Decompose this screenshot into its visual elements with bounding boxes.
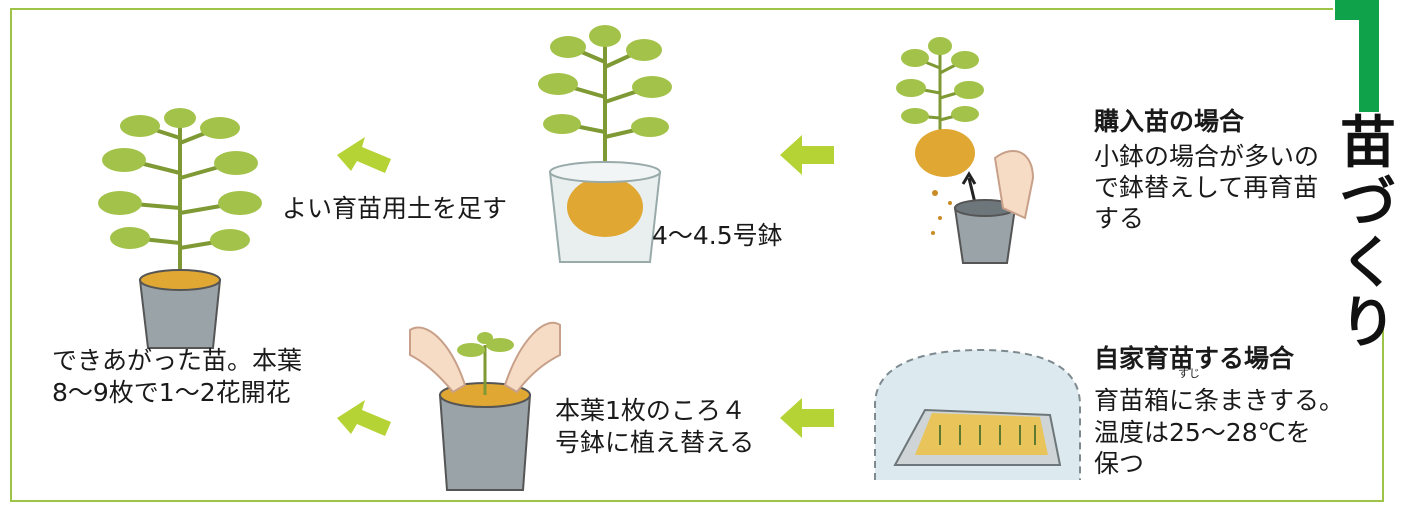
homegrown-ruby: すじ [1178,367,1200,380]
arrow-up-left-icon [337,400,391,436]
finished-line: できあがった苗。本葉 [52,346,303,375]
purchase-line: で鉢替えして再育苗 [1094,173,1319,202]
purchase-line: 小鉢の場合が多いの [1094,142,1320,171]
repotted-seedling-illustration [538,25,672,263]
finished-line: 8～9枚で1～2花開花 [52,378,291,407]
arrow-left-icon [780,135,834,175]
transplant-line: 本葉1枚のころ４ [555,396,746,425]
purchased-seedling-illustration [896,37,1035,264]
purchase-line: する [1094,204,1145,233]
purchase-heading: 購入苗の場合 [1094,107,1245,136]
side-number-bar [1359,0,1379,112]
homegrown-line: 保つ [1094,449,1145,478]
side-title-char: り [1340,291,1396,356]
arrow-left-icon [780,398,834,438]
seed-tray-illustration [874,348,1081,480]
side-title: 苗 づ く り [1333,114,1403,354]
add-soil-label: よい育苗用土を足す [282,194,508,223]
homegrown-heading: 自家育苗する場合 [1094,344,1295,373]
homegrown-line: 温度は25～28℃を [1094,418,1311,447]
homegrown-line: 育苗箱に条まきする。 [1094,386,1345,415]
side-number-foot [1335,0,1361,20]
side-title-char: く [1340,231,1396,296]
side-title-char: 苗 [1340,111,1396,176]
side-title-char: づ [1340,171,1396,236]
pot-size-label: 4～4.5号鉢 [652,221,783,250]
arrow-up-left-icon [337,137,391,173]
finished-seedling-illustration [98,108,262,349]
transplant-line: 号鉢に植え替える [555,428,755,457]
transplant-illustration [409,321,561,491]
